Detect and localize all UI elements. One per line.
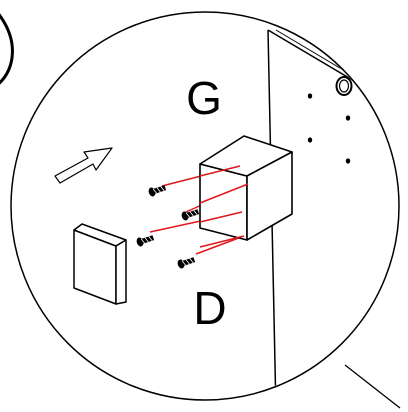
screw-icon [148, 185, 167, 197]
screw-icon [177, 257, 196, 269]
screw-icon [181, 209, 200, 221]
screw-icon-group [136, 185, 200, 269]
guide-lines-front [199, 165, 249, 248]
panel-holes [307, 93, 351, 164]
label-bottom: D [193, 282, 226, 334]
callout-leader-line [344, 364, 401, 409]
previous-callout-arc [0, 13, 14, 85]
label-top: G [186, 72, 222, 124]
cube-block [199, 135, 293, 241]
cover-plate [73, 223, 127, 305]
guide-line-bottom [195, 235, 245, 255]
screw-icon [136, 235, 155, 247]
arrow-icon [54, 147, 113, 184]
cam-lock-hole [335, 76, 353, 96]
